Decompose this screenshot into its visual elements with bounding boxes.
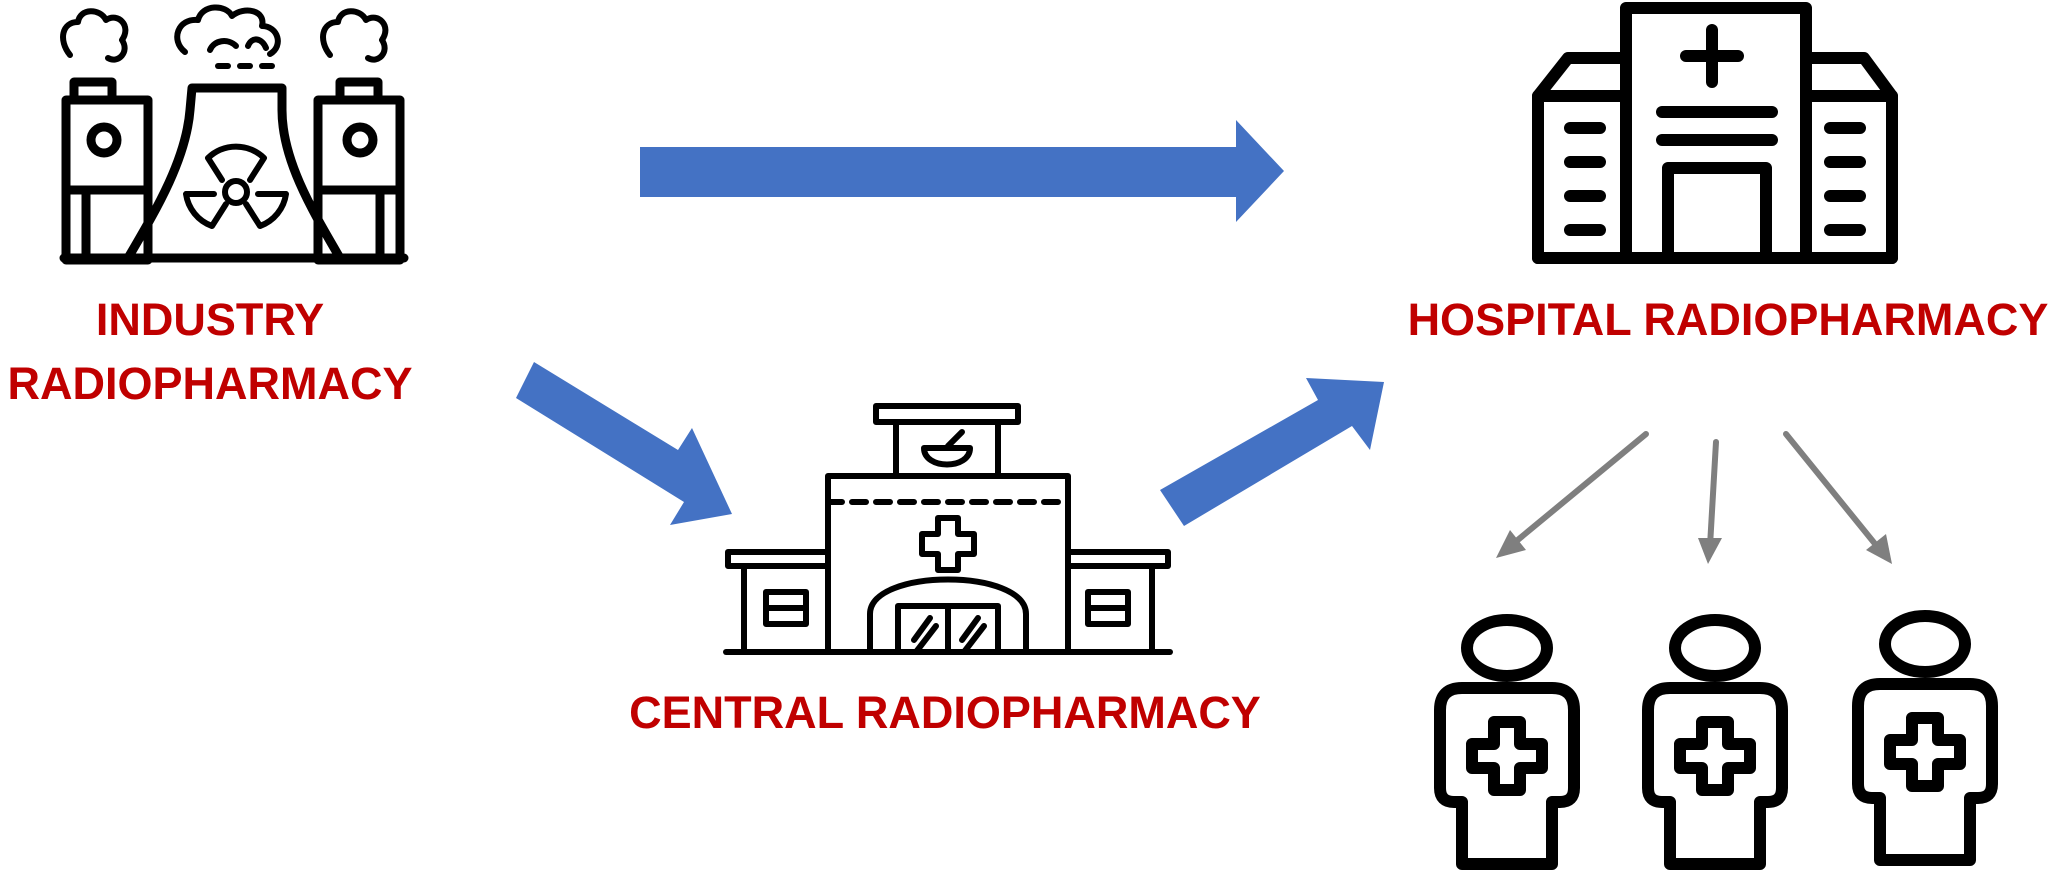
patient-icon	[1434, 614, 1580, 870]
central-radiopharmacy-label: CENTRAL RADIOPHARMACY	[629, 687, 1261, 738]
patient-arrow-left	[1505, 431, 1649, 551]
flow-arrow-industry-to-central	[516, 362, 732, 525]
patient-arrow-middle	[1707, 439, 1719, 549]
industry-label-line2: RADIOPHARMACY	[7, 358, 413, 409]
nuclear-plant-icon	[59, 4, 409, 265]
hospital-radiopharmacy-label: HOSPITAL RADIOPHARMACY	[1407, 294, 2049, 345]
patient-arrow-right	[1783, 431, 1883, 553]
arrow-head-right	[1866, 534, 1892, 564]
industry-radiopharmacy-label: INDUSTRY RADIOPHARMACY	[0, 288, 420, 416]
patient-icon	[1852, 610, 1998, 866]
flow-arrow-industry-to-hospital	[640, 120, 1284, 222]
arrow-head-middle	[1698, 538, 1722, 564]
flow-arrow-central-to-hospital	[1160, 378, 1384, 526]
patient-icon	[1642, 614, 1788, 870]
patient-arrows	[1496, 431, 1892, 564]
pharmacy-building-icon	[723, 403, 1173, 655]
industry-label-line1: INDUSTRY	[95, 294, 325, 345]
arrow-head-left	[1496, 530, 1526, 558]
hospital-icon	[1532, 2, 1898, 264]
